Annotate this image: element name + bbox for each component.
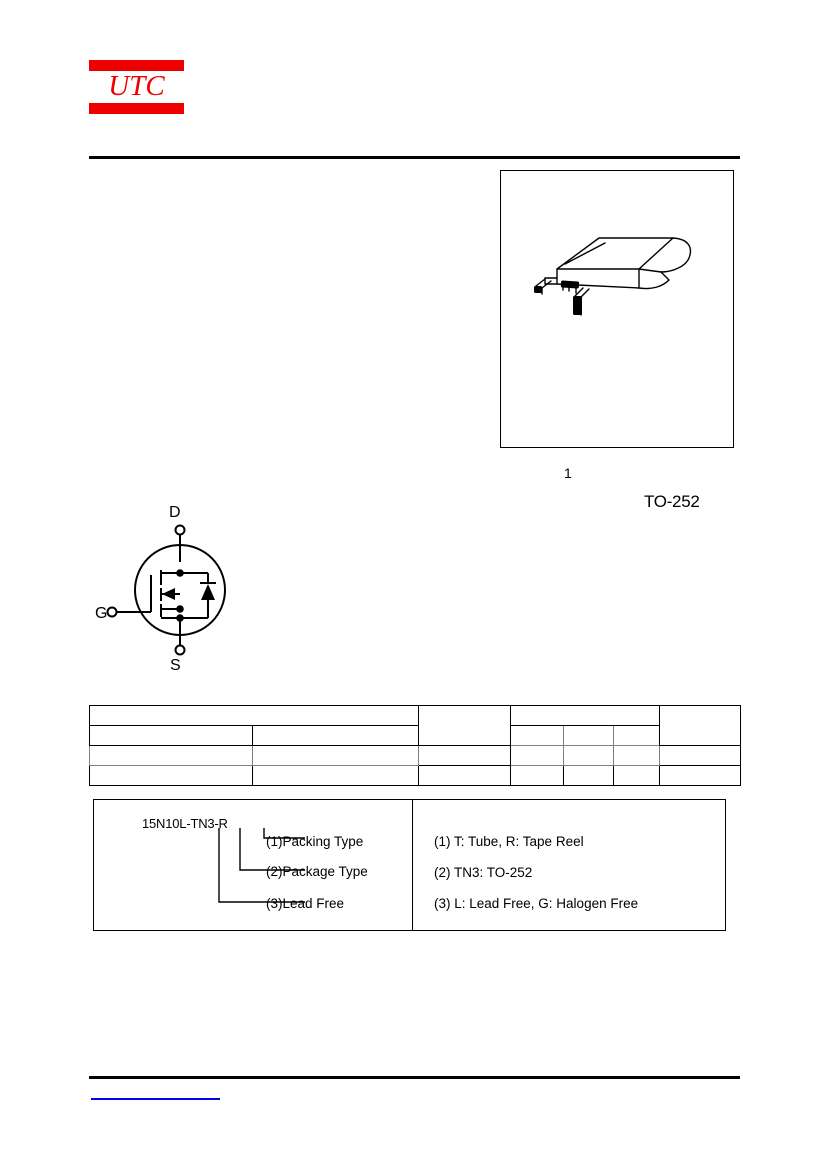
callout-packing-type: (1)Packing Type [266,834,364,849]
ordering-box-divider [412,800,413,930]
table-cell [418,745,511,766]
ordering-information-box: 15N10L-TN3-R (1)Packing Type (2)Package … [93,799,726,931]
table-cell [510,725,564,746]
table-cell [659,745,742,766]
package-illustration-panel: 1 TO-252 [500,170,734,510]
footer-website-link[interactable] [91,1086,220,1100]
table-cell [659,705,742,746]
package-name-label: TO-252 [644,492,700,511]
table-cell [510,745,564,766]
legend-package-type: (2) TN3: TO-252 [434,865,533,880]
table-cell [659,765,742,786]
table-cell [612,765,661,786]
table-cell [418,765,511,786]
legend-packing-type: (1) T: Tube, R: Tape Reel [434,834,584,849]
utc-logo: UTC [89,60,184,114]
table-cell [563,745,614,766]
parameter-table [89,705,742,786]
logo-text: UTC [108,69,165,102]
table-cell [252,745,419,766]
table-row [89,705,742,746]
table-row [89,725,741,746]
table-cell [89,725,253,746]
symbol-gate-label: G [95,605,108,622]
mosfet-symbol: D G S [95,505,275,680]
table-cell [89,705,419,726]
pin-1-label: 1 [564,465,572,481]
ordering-leader-lines [218,828,305,903]
table-cell [612,745,661,766]
logo-inner-band: UTC [89,71,184,103]
symbol-drain-label: D [169,504,181,521]
table-cell [89,765,253,786]
table-cell [252,725,419,746]
callout-package-type: (2)Package Type [266,864,368,879]
n-channel-mosfet-icon [106,524,226,656]
table-row [89,745,742,766]
to-252-package-icon [534,237,692,316]
table-row [89,765,742,786]
table-cell [563,725,614,746]
table-cell [509,705,661,726]
table-cell [563,765,614,786]
header-rule [89,156,740,159]
legend-lead-free: (3) L: Lead Free, G: Halogen Free [434,896,639,911]
callout-lead-free: (3)Lead Free [266,896,345,911]
table-cell [418,705,511,746]
symbol-source-label: S [170,657,181,674]
table-cell [252,765,419,786]
part-number-label: 15N10L-TN3-R [142,816,228,831]
table-cell [510,765,564,786]
table-cell [89,745,253,766]
table-cell [612,725,661,746]
footer-rule [89,1076,740,1079]
